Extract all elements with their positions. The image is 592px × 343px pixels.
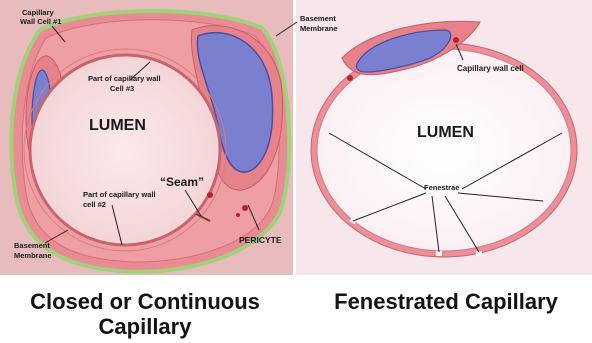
fenestrae-label: Fenestrae: [424, 183, 459, 192]
left-lumen-label: LUMEN: [89, 117, 146, 134]
pericyte-label: PERICYTE: [239, 235, 282, 245]
red-blood-cell-dot: [453, 37, 459, 43]
label-basement-membrane-left: Basement Membrane: [14, 241, 52, 260]
fenestrated-capillary-caption: Fenestrated Capillary: [300, 289, 592, 314]
label-basement-membrane-right-line1: Basement: [300, 14, 336, 23]
right-lumen-label: LUMEN: [417, 124, 474, 141]
label-part-of-cell-3-line2: Cell #3: [110, 84, 134, 93]
red-blood-cell-dot: [236, 213, 240, 217]
label-part-of-cell-2-line2: cell #2: [83, 200, 106, 209]
continuous-caption-line1: Closed or Continuous: [4, 289, 286, 314]
label-basement-membrane-left-line2: Membrane: [14, 251, 52, 260]
continuous-capillary-panel: Capillary Wall Cell #1 Part of capillary…: [0, 0, 293, 275]
red-blood-cell-dot: [207, 192, 213, 198]
label-capillary-wall-cell: Capillary wall cell: [457, 64, 524, 73]
label-part-of-cell-3-line1: Part of capillary wall: [88, 74, 161, 83]
continuous-capillary-caption: Closed or Continuous Capillary: [4, 289, 286, 339]
label-basement-membrane-right-line2: Membrane: [300, 24, 338, 33]
label-basement-membrane-right: Basement Membrane: [300, 14, 338, 33]
red-blood-cell-dot: [242, 205, 248, 211]
red-blood-cell-dot: [347, 75, 353, 81]
label-wall-cell-1-line2: Wall Cell #1: [20, 17, 61, 26]
continuous-caption-line2: Capillary: [4, 314, 286, 339]
label-wall-cell-1: Capillary Wall Cell #1: [20, 8, 61, 26]
fenestrated-capillary-panel: Basement Membrane Capillary wall cell LU…: [276, 0, 592, 275]
seam-label: “Seam”: [160, 175, 204, 189]
fenestrated-caption-line: Fenestrated Capillary: [300, 289, 592, 314]
label-basement-membrane-left-line1: Basement: [14, 241, 50, 250]
label-part-of-cell-2-line1: Part of capillary wall: [83, 190, 156, 199]
label-wall-cell-1-line1: Capillary: [22, 8, 55, 17]
